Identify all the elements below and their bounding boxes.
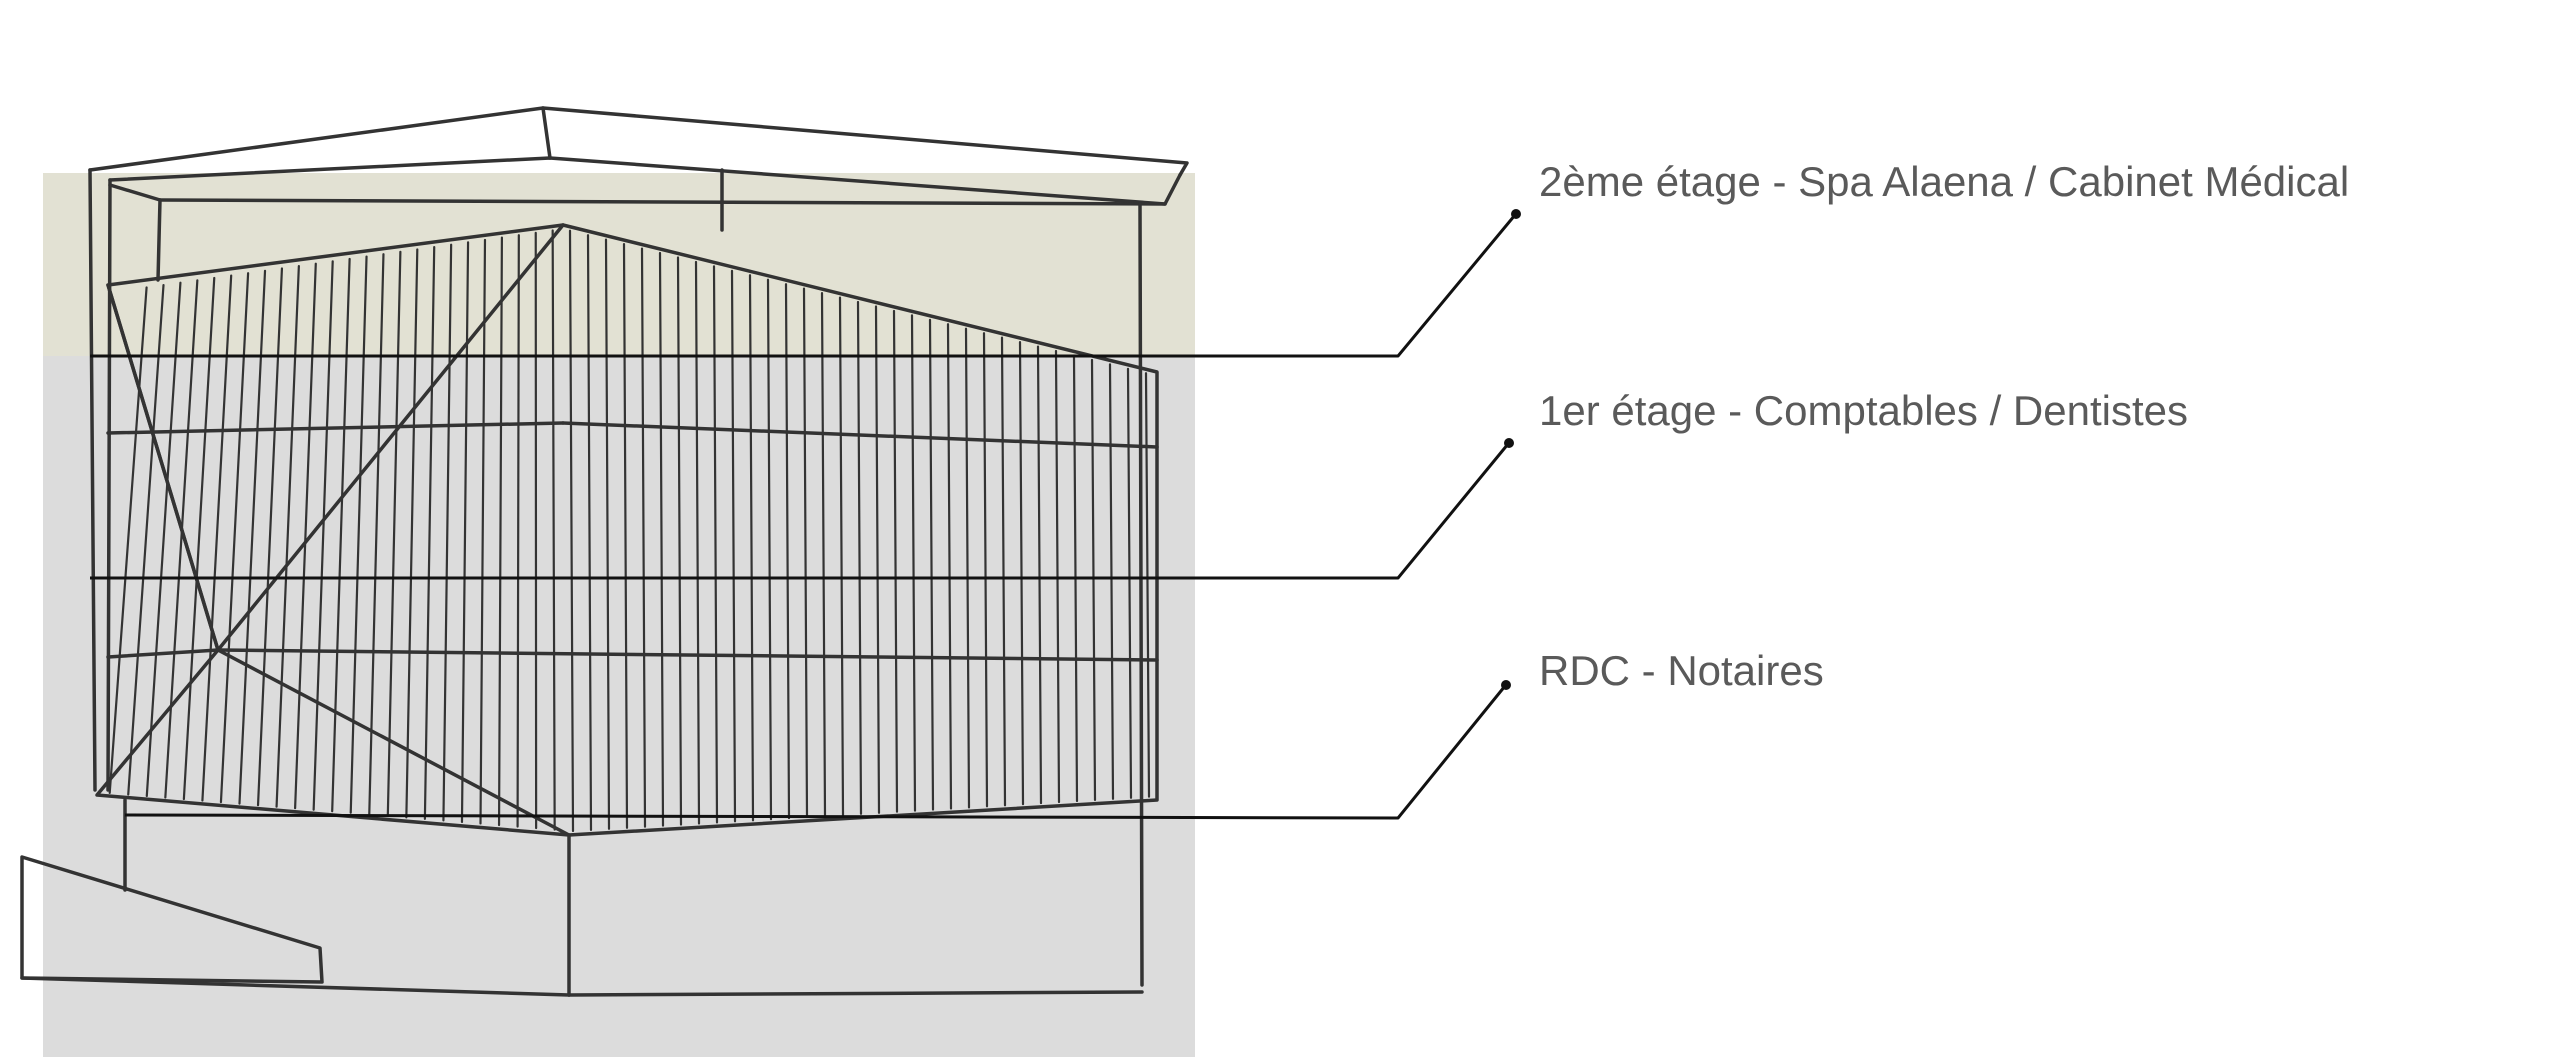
leader-dot-floor1 — [1504, 438, 1514, 448]
floor2-label: 2ème étage - Spa Alaena / Cabinet Médica… — [1539, 158, 2349, 206]
floor1-label: 1er étage - Comptables / Dentistes — [1539, 387, 2188, 435]
leader-dot-floor2 — [1511, 209, 1521, 219]
rdc-label: RDC - Notaires — [1539, 647, 1824, 695]
leader-dot-rdc — [1501, 680, 1511, 690]
hatch-line — [518, 235, 519, 826]
